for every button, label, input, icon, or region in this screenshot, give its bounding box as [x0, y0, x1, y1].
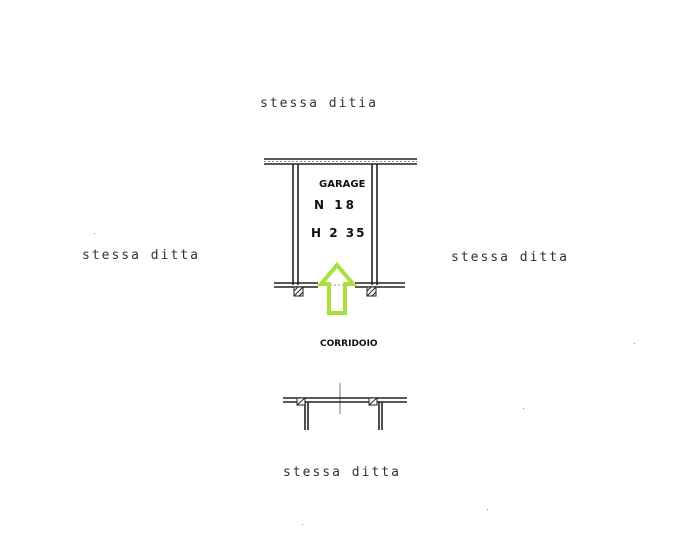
garage-walls: [264, 158, 417, 297]
room-name: GARAGE: [319, 179, 366, 190]
room-height: H 2 35: [311, 226, 366, 240]
neighbor-label-top: stessa ditia: [260, 96, 378, 111]
neighbor-label-left: stessa ditta: [82, 248, 200, 263]
lower-walls: [283, 383, 407, 430]
scan-specks: [94, 233, 635, 525]
corridor-label: CORRIDOIO: [320, 339, 378, 349]
neighbor-label-right: stessa ditta: [451, 250, 569, 265]
room-number: N 18: [314, 198, 357, 212]
neighbor-label-bottom: stessa ditta: [283, 465, 401, 480]
up-arrow-icon: [316, 261, 358, 315]
